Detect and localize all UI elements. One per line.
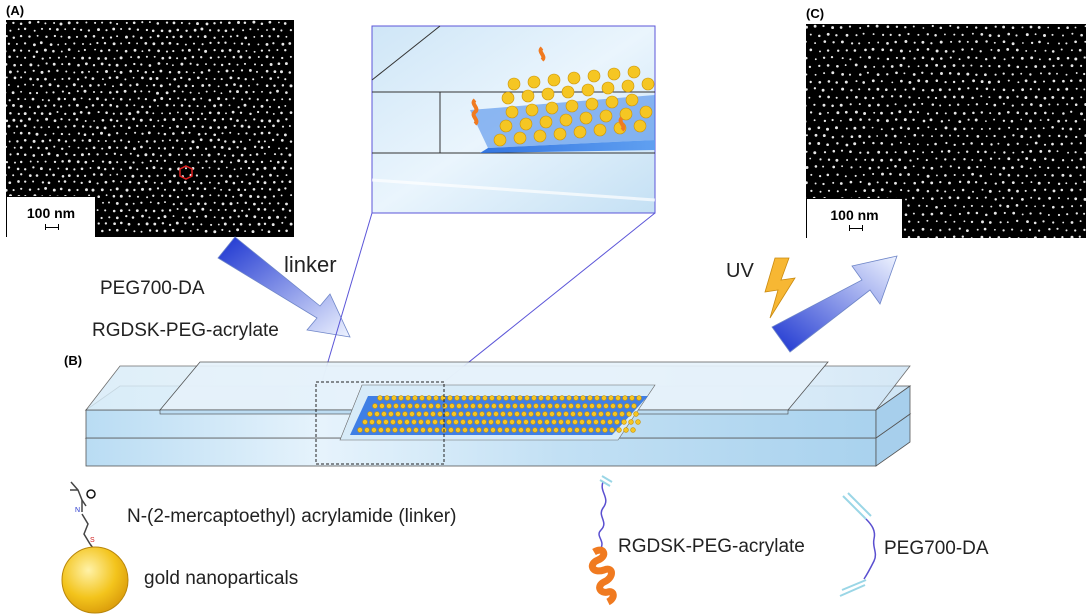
svg-text:N: N (75, 507, 80, 514)
zoom-line-left (321, 212, 373, 383)
hexagon-marker (179, 165, 193, 180)
scale-bar-a-tick (45, 224, 59, 230)
zoom-gold-particles (493, 65, 655, 147)
label-rgdsk-peg-acrylate: RGDSK-PEG-acrylate (92, 320, 279, 341)
zoom-inset (371, 25, 656, 214)
panel-label-c: (C) (806, 6, 825, 21)
scale-bar-c-label: 100 nm (830, 207, 879, 223)
label-uv: UV (726, 260, 754, 282)
panel-label-a: (A) (6, 3, 25, 18)
arrow-linker (217, 236, 351, 338)
arrow-uv (771, 255, 898, 353)
peg-molecule-icon (839, 492, 877, 597)
linker-molecule-icon: N S (70, 481, 97, 553)
scale-bar-a: 100 nm (6, 196, 96, 237)
sem-image-c: 100 nm (806, 24, 1086, 238)
legend-gold-label: gold nanoparticals (144, 568, 299, 589)
gold-nanoparticle-icon (61, 546, 129, 614)
uv-bolt-icon (764, 257, 796, 319)
scale-bar-c-tick (848, 225, 863, 231)
legend-peg-label: PEG700-DA (884, 538, 989, 559)
scale-bar-c: 100 nm (806, 198, 903, 238)
rgdsk-molecule-icon (588, 475, 617, 606)
slide-gold-particles (357, 395, 642, 433)
svg-text:S: S (90, 537, 95, 544)
sem-image-a: 100 nm (6, 20, 294, 237)
label-linker: linker (284, 252, 337, 277)
nanoparticle-dots-a (6, 20, 293, 234)
glass-slide-assembly (84, 361, 912, 467)
legend-linker-label: N-(2-mercaptoethyl) acrylamide (linker) (127, 506, 457, 527)
legend-rgdsk-label: RGDSK-PEG-acrylate (618, 536, 805, 557)
zoom-line-right (443, 212, 656, 383)
label-peg700-da: PEG700-DA (100, 278, 205, 299)
scale-bar-a-label: 100 nm (26, 205, 76, 221)
panel-label-b: (B) (64, 353, 83, 368)
